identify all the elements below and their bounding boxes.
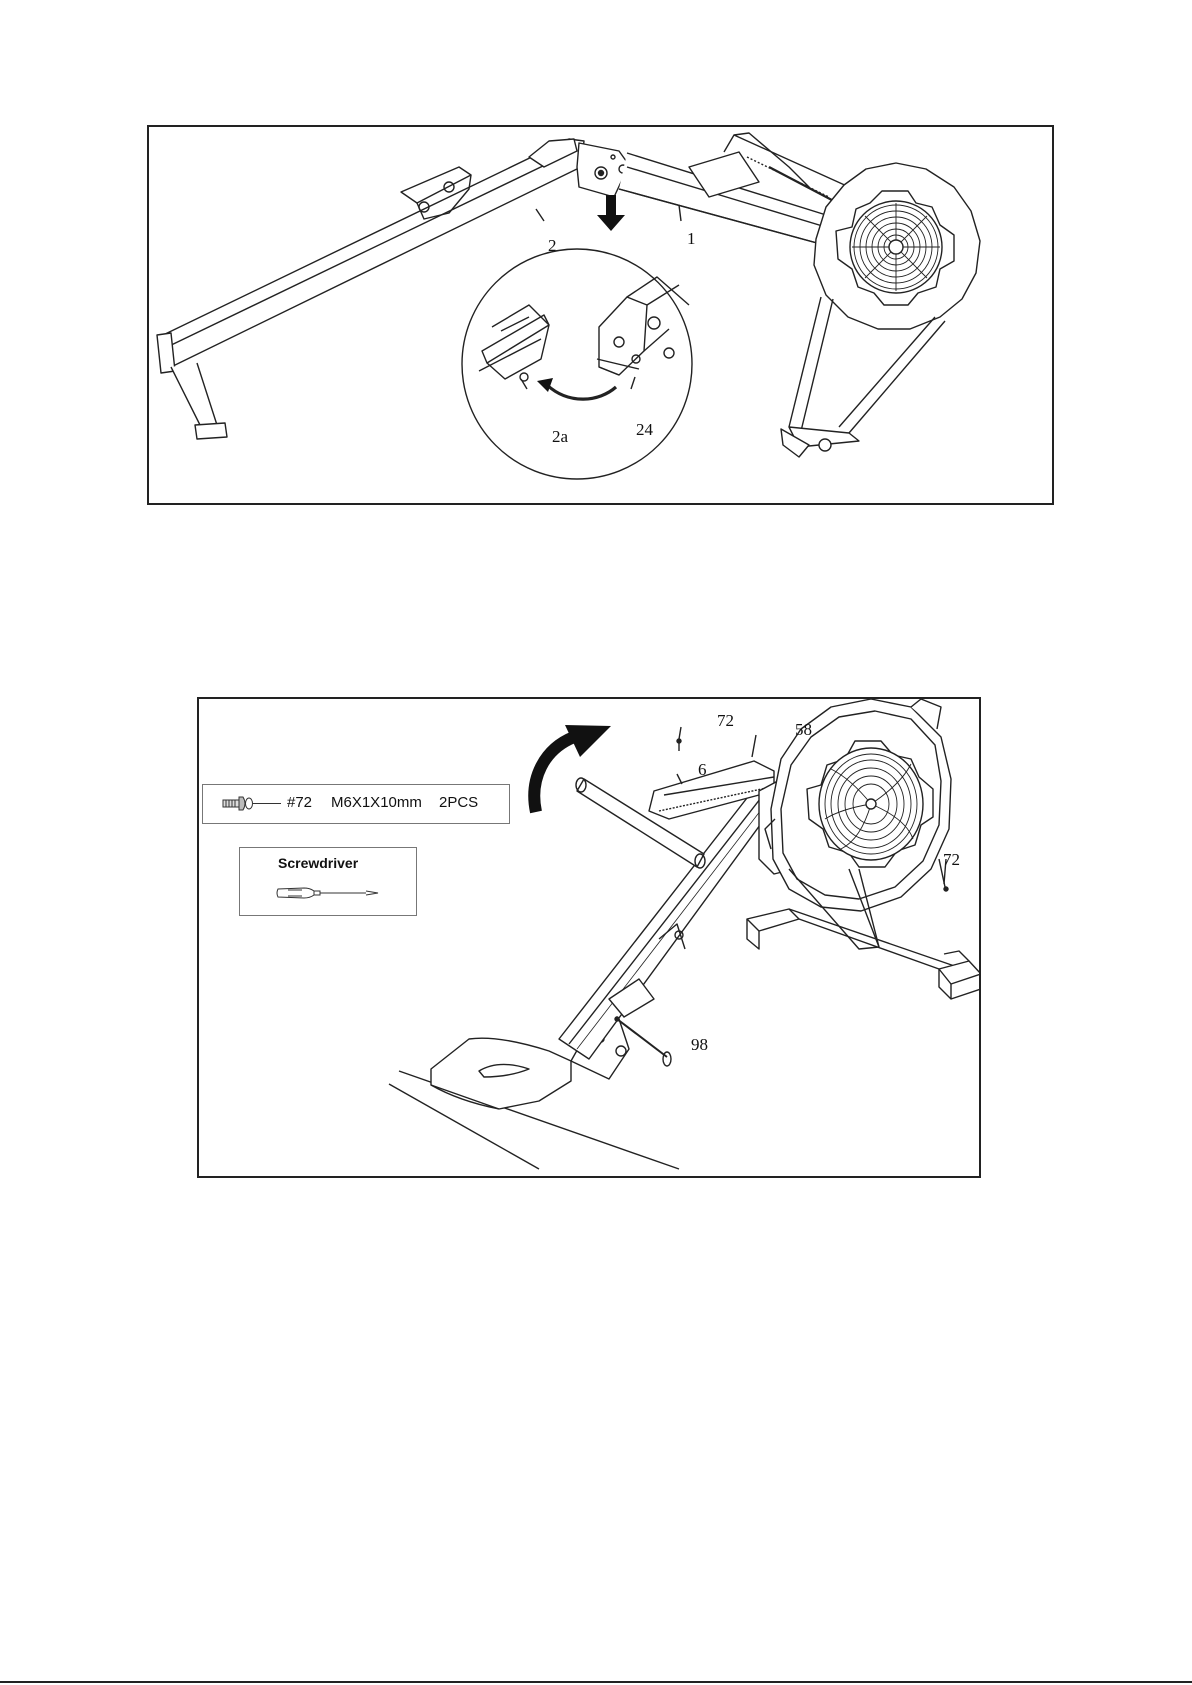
screwdriver-icon <box>274 880 384 906</box>
page-bottom-rule <box>0 1681 1192 1683</box>
hardware-part-number: #72 <box>287 794 312 811</box>
callout-part-24: 24 <box>636 421 653 438</box>
callout-part-72-right: 72 <box>943 851 960 868</box>
callout-part-98: 98 <box>691 1036 708 1053</box>
callout-part-6: 6 <box>698 761 707 778</box>
screw-icon <box>221 786 283 822</box>
rower-assembled-drawing <box>199 699 979 1176</box>
callout-part-72-top: 72 <box>717 712 734 729</box>
assembly-figure-step-2: 72 58 6 72 98 #72 M6X1X10mm 2PCS Screwdr… <box>197 697 981 1178</box>
assembly-figure-step-1: 2 1 2a 24 <box>147 125 1054 505</box>
callout-part-2a: 2a <box>552 428 568 445</box>
callout-part-1: 1 <box>687 230 696 247</box>
callout-part-2: 2 <box>548 237 557 254</box>
hardware-spec: M6X1X10mm <box>331 794 422 811</box>
tool-box: Screwdriver <box>239 847 417 916</box>
callout-part-58: 58 <box>795 721 812 738</box>
rower-frame-drawing <box>149 127 1052 503</box>
hardware-box: #72 M6X1X10mm 2PCS <box>202 784 510 824</box>
tool-title: Screwdriver <box>278 855 358 871</box>
hardware-quantity: 2PCS <box>439 794 478 811</box>
